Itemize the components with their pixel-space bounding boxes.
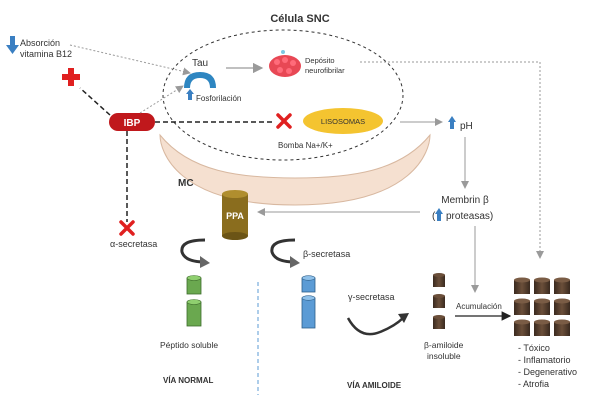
aggregate-cylinder [554,280,570,294]
effect-item: - Inflamatorio [518,355,571,365]
ibp-pill [109,113,155,131]
effect-item: - Atrofia [518,379,549,389]
ppa-label: PPA [226,211,244,221]
gamma-curve-arrow [346,317,404,336]
effect-item: - Tóxico [518,343,550,353]
inhibition-cross-icon [62,68,80,86]
lysosome [303,108,383,134]
down-arrow-icon [6,36,19,54]
gamma-secretasa-label: γ-secretasa [348,292,395,302]
aggregate-cylinder [554,301,570,315]
membrin-up-arrow-icon [435,208,443,221]
aggregate-cylinder-top [514,298,530,304]
bomba-label: Bomba Na+/K+ [278,141,333,150]
ppa-cylinder [222,190,248,240]
neurofibrillary-deposit [269,50,301,77]
tau-protein [184,72,216,88]
aggregate-cylinder [554,322,570,336]
ph-up-arrow-icon [448,116,456,129]
aggregate-cylinder-top [534,298,550,304]
beta-secretasa-label: β-secretasa [303,249,350,259]
ibp-label: IBP [124,118,141,129]
beta-amiloide-line1: β-amiloide [424,340,464,350]
effect-item: - Degenerativo [518,367,577,377]
membrin-paren: ( [432,211,436,222]
beta-fragments [301,275,316,329]
acumulacion-label: Acumulación [456,302,502,311]
aggregate-cylinder [534,301,550,315]
beta-amiloide-line2: insoluble [427,351,461,361]
membrin-line2: proteasas) [446,211,493,222]
lysosome-cross-icon [276,113,292,129]
membrin-line1: Membrin β [441,195,489,206]
cell-membrane [159,133,431,206]
tau-label: Tau [192,58,208,69]
aggregate-cylinder [514,322,530,336]
aggregate-cylinder [514,280,530,294]
aggregate-cylinder-top [514,277,530,283]
lisosomas-label: LISOSOMAS [321,117,365,126]
deposito-line1: Depósito [305,56,335,65]
aggregate-cylinder-top [554,298,570,304]
via-amiloide-label: VÍA AMILOIDE [347,381,402,390]
beta-amyloid-stack [433,273,445,329]
mc-label: MC [178,178,194,189]
ph-label: pH [460,121,473,132]
aggregate-cylinder [534,280,550,294]
cell-boundary [162,29,404,161]
aggregate-cylinder-top [514,319,530,325]
soluble-peptide-fragments [186,275,202,327]
aggregate-cylinder [534,322,550,336]
via-normal-label: VÍA NORMAL [163,376,213,385]
alpha-cross-icon [119,220,135,236]
b12-line2: vitamina B12 [20,49,72,59]
aggregate-cylinder-top [534,319,550,325]
aggregate-cylinder [514,301,530,315]
title: Célula SNC [270,13,329,25]
up-arrow-icon [186,89,194,100]
beta-curve-arrow [270,238,296,264]
b12-line1: Absorción [20,38,60,48]
aggregate-cylinder-top [554,277,570,283]
aggregate-cylinder-top [554,319,570,325]
peptido-soluble-label: Péptido soluble [160,340,218,350]
aggregate-cylinder-top [534,277,550,283]
fosforilacion-label: Fosforilación [196,94,241,103]
deposito-line2: neurofibrilar [305,66,345,75]
alpha-secretasa-label: α-secretasa [110,239,157,249]
amyloid-aggregate [514,277,570,336]
alpha-curve-arrow [180,238,206,264]
